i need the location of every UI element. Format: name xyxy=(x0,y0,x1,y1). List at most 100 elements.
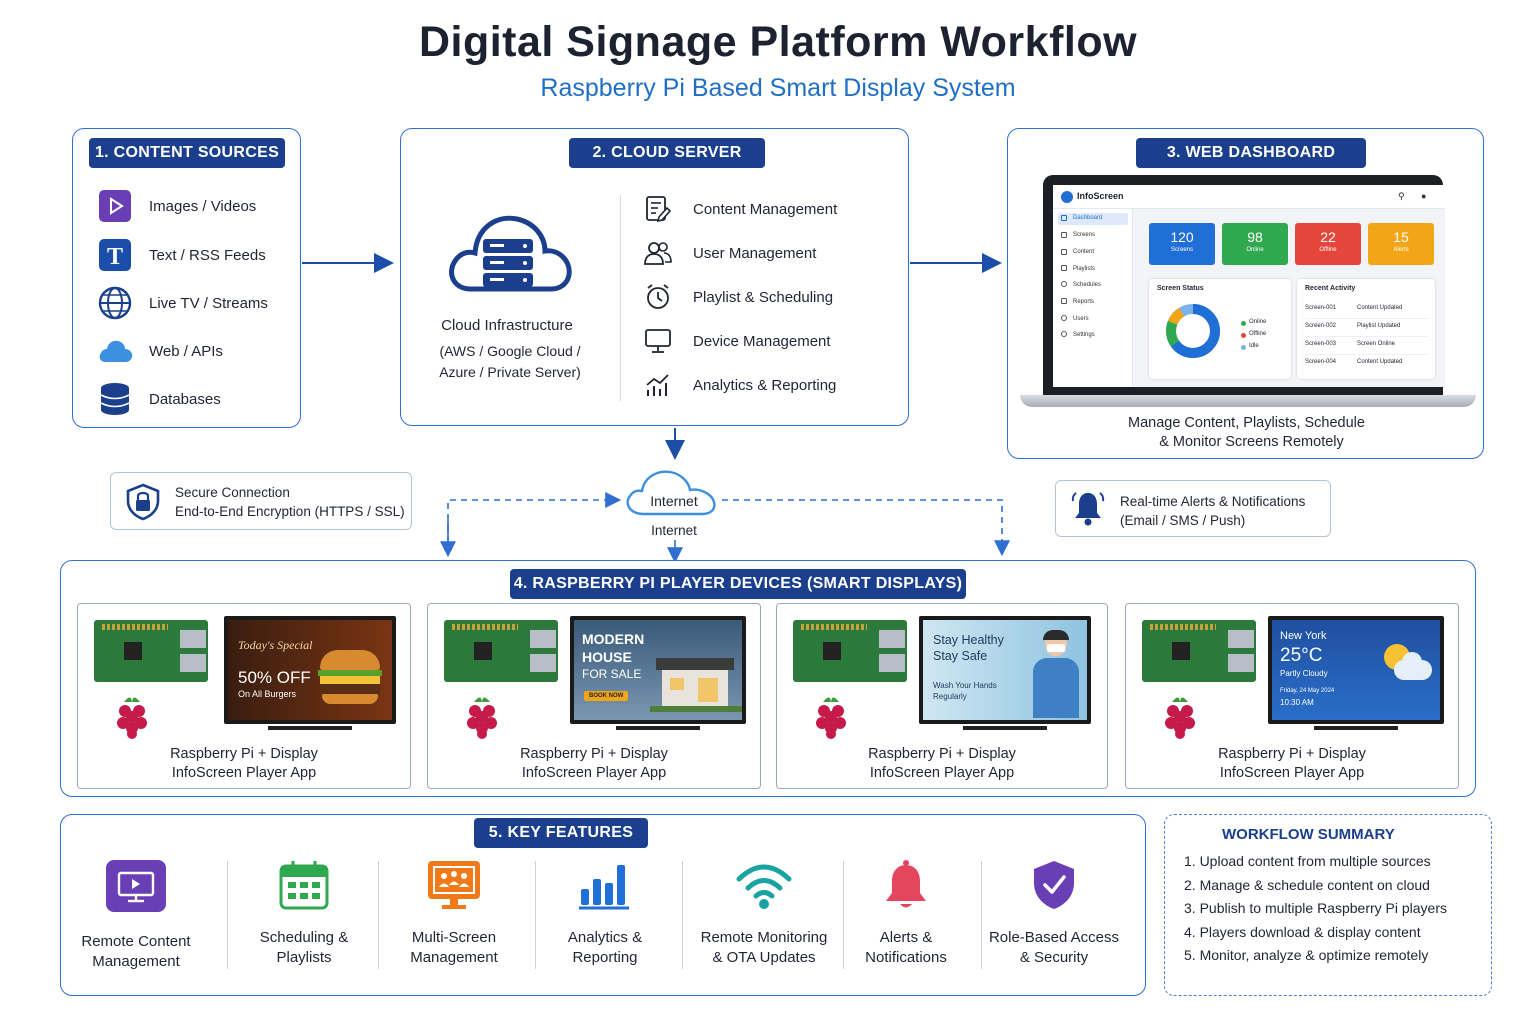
cloud-server-panel: 2. CLOUD SERVER Cloud Infrastructure (AW… xyxy=(400,128,909,426)
dashboard-topbar xyxy=(1053,185,1445,209)
stat-card-online[interactable]: 98 Online xyxy=(1222,223,1288,265)
page-title: Digital Signage Platform Workflow xyxy=(418,18,1138,66)
recent-activity-title: Recent Activity xyxy=(1305,285,1356,292)
feature-label-line2: Reporting xyxy=(572,949,638,966)
nav-item-content[interactable]: Content xyxy=(1073,249,1095,255)
infra-line1: (AWS / Google Cloud / xyxy=(439,343,581,359)
server-item-label: Playlist & Scheduling xyxy=(693,288,834,306)
play-icon xyxy=(97,188,133,224)
player-device-3[interactable]: Stay Healthy Stay Safe Wash Your Hands R… xyxy=(776,603,1108,789)
dashboard-caption-line2: & Monitor Screens Remotely xyxy=(1159,434,1344,450)
stat-card-offline[interactable]: 22 Offline xyxy=(1295,223,1361,265)
stat-card-alerts[interactable]: 15 Alerts xyxy=(1368,223,1434,265)
screen-text-2: 50% OFF xyxy=(238,668,311,687)
feature-label-line2: & Security xyxy=(1019,949,1089,966)
nav-item-dashboard[interactable]: Dashboard xyxy=(1073,215,1103,221)
source-text-rss: T Text / RSS Feeds xyxy=(97,235,266,275)
activity-screen: Screen-002 xyxy=(1305,323,1337,329)
stat-label: Screens xyxy=(1170,247,1193,253)
player-device-2[interactable]: MODERN HOUSE FOR SALE BOOK NOW Raspberry… xyxy=(427,603,761,789)
book-now-button: BOOK NOW xyxy=(584,691,629,701)
house-image xyxy=(650,650,742,712)
feature-divider xyxy=(378,861,379,969)
cloud-server-icon xyxy=(443,191,573,306)
source-live-tv: Live TV / Streams xyxy=(97,283,268,323)
feature-analytics: Analytics &Reporting xyxy=(538,859,672,968)
user-icon[interactable]: ● xyxy=(1421,191,1427,201)
nav-item-playlists[interactable]: Playlists xyxy=(1073,266,1096,272)
dashed-internet-left xyxy=(447,492,622,553)
source-databases: Databases xyxy=(97,379,221,419)
database-icon xyxy=(97,381,133,417)
activity-screen: Screen-001 xyxy=(1305,305,1337,311)
screen-text-3: On All Burgers xyxy=(238,689,297,699)
screen-text-2: Stay Safe xyxy=(933,649,988,663)
internet-label: Internet xyxy=(651,523,697,538)
feature-label-line1: Remote Monitoring xyxy=(700,929,828,946)
cloud-server-heading: 2. CLOUD SERVER xyxy=(569,138,765,168)
tv-stand xyxy=(616,726,700,730)
nav-item-screens[interactable]: Screens xyxy=(1073,232,1096,238)
internet-cloud-label: Internet xyxy=(650,493,698,509)
server-item-users: User Management xyxy=(643,235,816,271)
screen-text-4: Friday, 24 May 2024 xyxy=(1280,688,1335,694)
feature-remote-monitoring: Remote Monitoring& OTA Updates xyxy=(686,859,842,968)
nav-item-schedules[interactable]: Schedules xyxy=(1073,282,1102,288)
source-label: Web / APIs xyxy=(149,342,223,360)
screen-text-4: Regularly xyxy=(933,692,967,701)
legend-offline: Offline xyxy=(1249,331,1267,337)
screen-text-1: Stay Healthy xyxy=(933,633,1004,647)
wifi-icon xyxy=(736,864,792,909)
server-item-label: Device Management xyxy=(693,332,831,350)
search-icon[interactable]: ⚲ xyxy=(1398,191,1405,201)
source-web-apis: Web / APIs xyxy=(97,331,223,371)
feature-scheduling: Scheduling &Playlists xyxy=(234,859,374,968)
cloud-icon xyxy=(97,333,133,369)
feature-label-line1: Alerts & xyxy=(879,929,933,946)
content-doc-icon xyxy=(643,194,673,224)
activity-row: Screen-001 Content Updated xyxy=(1305,305,1429,319)
alerts-line2: (Email / SMS / Push) xyxy=(1120,513,1246,528)
status-donut-chart xyxy=(1166,304,1220,358)
device-caption-1: Raspberry Pi + Display xyxy=(1218,746,1366,762)
web-dashboard-panel: 3. WEB DASHBOARD InfoScreen ⚲ ● Dashboar… xyxy=(1007,128,1484,459)
shield-check-icon xyxy=(1034,861,1074,909)
nav-item-settings[interactable]: Settings xyxy=(1073,332,1095,338)
player-device-1[interactable]: Today's Special 50% OFF On All Burgers R… xyxy=(77,603,411,789)
server-item-playlist: Playlist & Scheduling xyxy=(643,279,833,315)
workflow-summary-panel: WORKFLOW SUMMARY 1. Upload content from … xyxy=(1164,814,1492,996)
app-name: InfoScreen xyxy=(1077,191,1124,201)
clock-icon xyxy=(643,282,673,312)
summary-step: 4. Players download & display content xyxy=(1184,923,1421,940)
burger-image xyxy=(316,646,384,708)
bell-icon xyxy=(886,860,926,908)
key-features-heading: 5. KEY FEATURES xyxy=(474,818,648,848)
feature-divider xyxy=(981,861,982,969)
feature-divider xyxy=(227,861,228,969)
activity-event: Content Updated xyxy=(1357,305,1403,311)
screen-text-1: New York xyxy=(1280,630,1327,642)
source-label: Databases xyxy=(149,390,221,408)
dashboard-sidebar: Dashboard Screens Content Playlists Sche… xyxy=(1053,209,1133,387)
dashboard-screen[interactable]: InfoScreen ⚲ ● Dashboard Screens Content… xyxy=(1053,185,1445,387)
summary-step: 3. Publish to multiple Raspberry Pi play… xyxy=(1184,900,1448,916)
feature-alerts: Alerts &Notifications xyxy=(844,859,968,968)
nav-item-reports[interactable]: Reports xyxy=(1073,299,1095,305)
feature-divider xyxy=(682,861,683,969)
summary-step: 2. Manage & schedule content on cloud xyxy=(1184,876,1430,893)
users-icon xyxy=(643,238,673,268)
activity-event: Playlist Updated xyxy=(1357,323,1401,329)
player-device-4[interactable]: New York 25°C Partly Cloudy Friday, 24 M… xyxy=(1125,603,1459,789)
feature-label-line1: Scheduling & xyxy=(259,929,349,946)
stat-card-screens[interactable]: 120 Screens xyxy=(1149,223,1215,265)
activity-event: Content Updated xyxy=(1357,359,1403,365)
web-dashboard-heading: 3. WEB DASHBOARD xyxy=(1136,138,1366,168)
page-subtitle: Raspberry Pi Based Smart Display System xyxy=(540,74,1016,102)
nav-item-users[interactable]: Users xyxy=(1073,316,1089,322)
